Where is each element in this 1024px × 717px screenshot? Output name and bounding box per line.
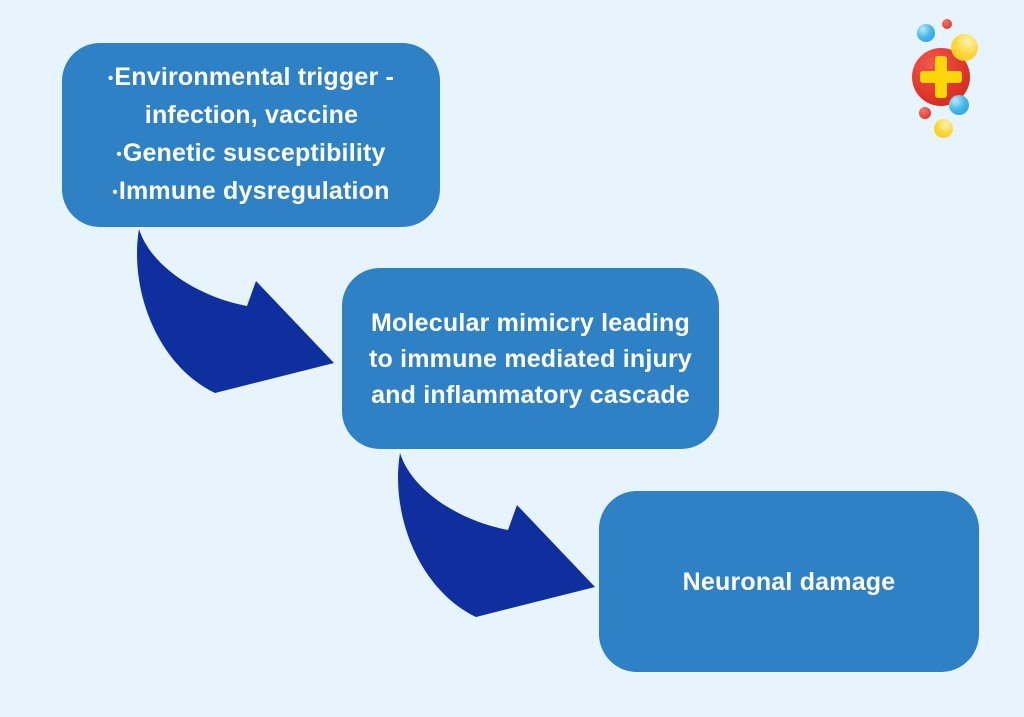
box-line: •Environmental trigger - <box>108 59 394 97</box>
box-line-text: Neuronal damage <box>682 567 896 596</box>
box-line: to immune mediated injury <box>369 341 692 377</box>
plus-icon <box>935 56 947 98</box>
bullet-glyph: • <box>116 146 122 163</box>
box-line: infection, vaccine <box>144 97 358 135</box>
box-line: Molecular mimicry leading <box>371 305 690 341</box>
box-line: •Immune dysregulation <box>112 173 389 211</box>
box-line-text: Genetic susceptibility <box>122 139 386 167</box>
box-line-text: Molecular mimicry leading <box>371 308 690 337</box>
box-line: Neuronal damage <box>683 564 896 600</box>
flow-box-molecular-mimicry: Molecular mimicry leading to immune medi… <box>342 268 719 449</box>
logo-yellow-dot-icon <box>951 34 978 61</box>
box-line-text: and inflammatory cascade <box>371 380 690 409</box>
box-line: and inflammatory cascade <box>371 377 690 413</box>
logo-yellow-dot-icon <box>934 119 953 138</box>
box-line-text: Environmental trigger - <box>114 63 395 91</box>
box-line-text: Immune dysregulation <box>118 177 390 205</box>
box-line-text: to immune mediated injury <box>368 344 693 373</box>
logo-blue-dot-icon <box>949 95 969 115</box>
bullet-glyph: • <box>107 70 114 87</box>
flow-arrow-2 <box>398 453 595 617</box>
logo-red-dot-icon <box>919 107 931 119</box>
box-line-text: infection, vaccine <box>144 101 359 129</box>
flow-box-neuronal-damage: Neuronal damage <box>599 491 979 672</box>
box-line: •Genetic susceptibility <box>116 135 385 173</box>
bullet-glyph: • <box>112 184 118 201</box>
flow-arrow-1 <box>137 229 334 393</box>
flow-box-environmental-trigger: •Environmental trigger - infection, vacc… <box>62 43 440 227</box>
logo-blue-dot-icon <box>917 24 935 42</box>
logo-red-dot-icon <box>942 19 952 29</box>
medical-plus-logo <box>905 10 995 145</box>
